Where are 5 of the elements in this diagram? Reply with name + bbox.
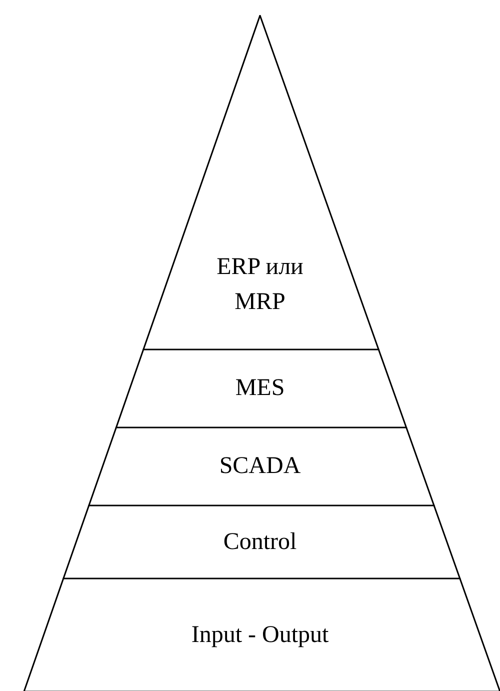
- level-label: MES: [234, 374, 286, 403]
- level-label: Control: [222, 528, 298, 556]
- level-label: Input - Output: [190, 620, 330, 650]
- level-label: SCADA: [218, 452, 302, 481]
- level-label: ERP или MRP: [216, 253, 304, 317]
